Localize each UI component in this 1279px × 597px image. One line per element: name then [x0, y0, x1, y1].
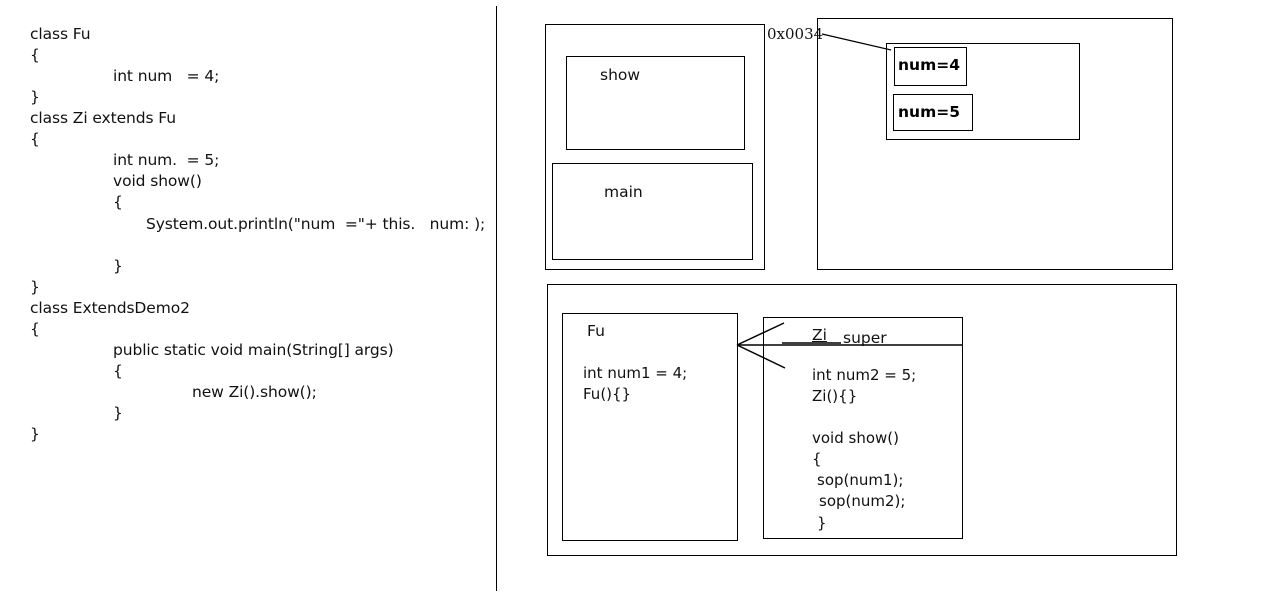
stack-frame-main	[552, 163, 753, 260]
class-zi-member: sop(num2);	[819, 492, 906, 510]
heap-slot-num5-label: num=5	[898, 103, 960, 121]
code-line: }	[113, 257, 123, 275]
code-line: System.out.println("num ="+ this. num: )…	[146, 215, 486, 233]
code-line: }	[30, 278, 40, 296]
class-zi-member: {	[812, 450, 822, 468]
class-zi-member: sop(num1);	[817, 471, 904, 489]
code-line: class Zi extends Fu	[30, 109, 176, 127]
class-fu-title: Fu	[587, 322, 605, 340]
heap-address-label: 0x0034	[767, 25, 824, 43]
heap-slot-num4-label: num=4	[898, 56, 960, 74]
class-zi-member: void show()	[812, 429, 899, 447]
code-line: int num. = 5;	[113, 151, 220, 169]
code-line: {	[30, 320, 40, 338]
code-line: }	[30, 425, 40, 443]
code-line: int num = 4;	[113, 67, 220, 85]
code-line: {	[30, 130, 40, 148]
class-zi-title: Zi	[812, 326, 827, 344]
code-line: {	[113, 362, 123, 380]
stack-frame-show-label: show	[600, 66, 641, 84]
heap-slot-num5-box	[893, 94, 973, 131]
code-line: class Fu	[30, 25, 91, 43]
panel-divider	[496, 6, 497, 591]
code-line: }	[113, 404, 123, 422]
stack-frame-main-label: main	[604, 183, 643, 201]
code-line: }	[30, 88, 40, 106]
code-line: class ExtendsDemo2	[30, 299, 190, 317]
code-line: public static void main(String[] args)	[113, 341, 394, 359]
code-panel: class Fu { int num = 4; } class Zi exten…	[0, 0, 497, 597]
class-zi-box	[763, 317, 963, 539]
code-line: {	[30, 46, 40, 64]
code-line: void show()	[113, 172, 202, 190]
class-fu-member: Fu(){}	[583, 385, 632, 403]
class-fu-member: int num1 = 4;	[583, 364, 688, 382]
class-zi-member: }	[817, 514, 827, 532]
code-line: {	[113, 193, 123, 211]
code-line: new Zi().show();	[192, 383, 317, 401]
stack-frame-show	[566, 56, 745, 150]
class-zi-member: int num2 = 5;	[812, 366, 917, 384]
heap-slot-num4-box	[894, 47, 967, 86]
class-fu-box	[562, 313, 738, 541]
class-zi-member: Zi(){}	[812, 387, 858, 405]
super-reference-label: super	[843, 329, 887, 347]
